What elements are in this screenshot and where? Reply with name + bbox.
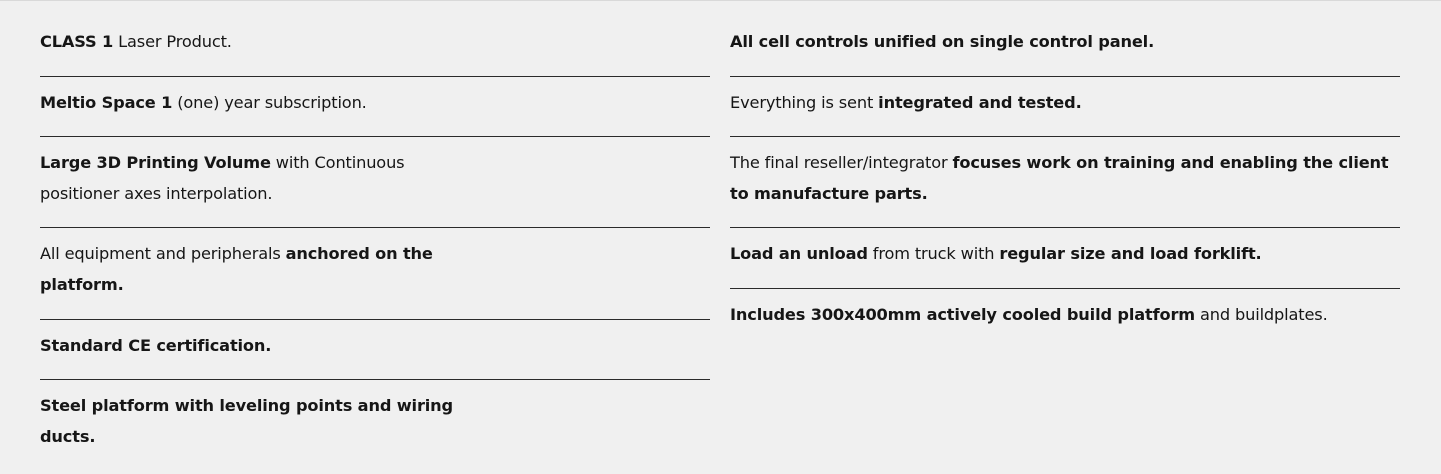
feature-bold-text: Meltio Space 1 — [40, 93, 173, 112]
feature-bold-text: Load an unload — [730, 244, 868, 263]
feature-item-integrated-tested: Everything is sent integrated and tested… — [730, 87, 1400, 118]
feature-bold-text: Steel platform with leveling points and … — [40, 396, 453, 446]
feature-item-ce-certification: Standard CE certification. — [40, 330, 710, 361]
feature-bold-text: regular size and load forklift. — [999, 244, 1262, 263]
divider — [40, 136, 710, 137]
divider — [730, 76, 1400, 77]
feature-bold-text: Includes 300x400mm actively cooled build… — [730, 305, 1195, 324]
feature-bold-text: All cell controls unified on single cont… — [730, 32, 1155, 51]
feature-item-printing-volume: Large 3D Printing Volume with Continuous… — [40, 147, 440, 209]
feature-bold-text: Standard CE certification. — [40, 336, 272, 355]
feature-text: The final reseller/integrator — [730, 153, 953, 172]
feature-text: from truck with — [867, 244, 1000, 263]
divider — [730, 136, 1400, 137]
feature-item-control-panel: All cell controls unified on single cont… — [730, 26, 1400, 57]
divider — [40, 319, 710, 320]
feature-bold-text: CLASS 1 — [40, 32, 114, 51]
feature-text: Laser Product. — [113, 32, 232, 51]
feature-item-meltio-space: Meltio Space 1 (one) year subscription. — [40, 87, 710, 118]
feature-text: with Continuous positioner axes interpol… — [40, 153, 405, 203]
feature-item-class1: CLASS 1 Laser Product. — [40, 26, 710, 57]
feature-text: and buildplates. — [1195, 305, 1328, 324]
feature-bold-text: Large 3D Printing Volume — [40, 153, 271, 172]
feature-item-forklift-loading: Load an unload from truck with regular s… — [730, 238, 1400, 269]
divider — [40, 379, 710, 380]
divider — [730, 227, 1400, 228]
feature-text: All equipment and peripherals — [40, 244, 286, 263]
divider — [40, 227, 710, 228]
divider — [730, 288, 1400, 289]
feature-item-steel-platform: Steel platform with leveling points and … — [40, 390, 460, 452]
feature-text: Everything is sent — [730, 93, 879, 112]
feature-item-reseller-training: The final reseller/integrator focuses wo… — [730, 147, 1400, 209]
divider — [40, 76, 710, 77]
feature-text: (one) year subscription. — [172, 93, 367, 112]
feature-bold-text: anchored on the platform. — [40, 244, 433, 294]
feature-bold-text: integrated and tested. — [878, 93, 1082, 112]
feature-bold-text: focuses work on training and enabling th… — [730, 153, 1389, 203]
feature-item-build-platform: Includes 300x400mm actively cooled build… — [730, 299, 1400, 330]
feature-item-anchored-equipment: All equipment and peripherals anchored o… — [40, 238, 440, 300]
